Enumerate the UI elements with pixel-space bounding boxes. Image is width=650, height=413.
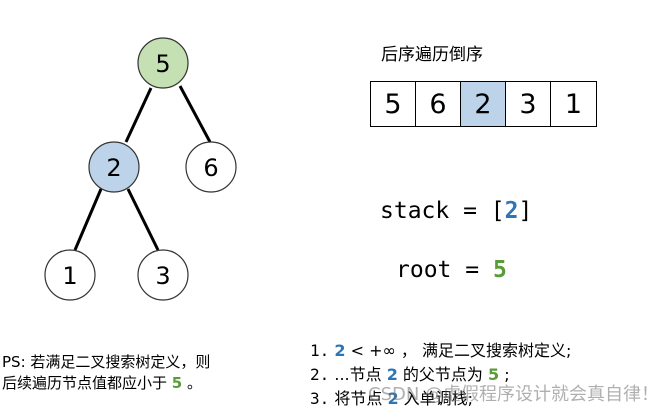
ps-line-2-end: 。 — [182, 374, 202, 392]
step-item: 2. ...节点 2 的父节点为 5 ; — [310, 363, 571, 387]
step-post: 的父节点为 — [397, 365, 489, 384]
sequence-title: 后序遍历倒序 — [381, 45, 483, 65]
node-label: 3 — [155, 262, 170, 290]
tree-edges — [73, 85, 212, 251]
tree-node-3: 3 — [137, 249, 189, 301]
sequence-cell: 5 — [371, 82, 416, 126]
step-number: 1. — [310, 341, 330, 360]
step-pre: 将节点 — [329, 389, 388, 408]
stack-prefix: stack = [ — [380, 198, 505, 224]
node-label: 6 — [203, 154, 218, 182]
edge-5-6 — [178, 85, 212, 143]
step-list: 1. 2 < +∞ ， 满足二叉搜索树定义; 2. ...节点 2 的父节点为 … — [310, 339, 571, 411]
ps-line-2: 后续遍历节点值都应小于 5 。 — [2, 373, 210, 394]
stack-line: stack = [2] — [380, 198, 532, 224]
ps-value: 5 — [171, 374, 183, 392]
node-label: 1 — [62, 262, 77, 290]
step-value: 2 — [386, 365, 398, 384]
node-label: 2 — [106, 154, 121, 182]
stack-value: 2 — [504, 198, 519, 224]
edge-2-1 — [73, 188, 103, 251]
step-parent-value: 5 — [488, 365, 500, 384]
ps-line-1: PS: 若满足二叉搜索树定义，则 — [2, 353, 211, 371]
step-item: 3. 将节点 2 入单调栈; — [310, 387, 571, 411]
edge-2-3 — [126, 188, 160, 251]
binary-tree: 5 2 6 1 3 — [44, 37, 237, 301]
sequence-cell: 1 — [564, 88, 583, 120]
ps-line-2-text: 后续遍历节点值都应小于 — [2, 374, 172, 392]
tree-node-6: 6 — [185, 141, 237, 193]
root-prefix: root = — [396, 257, 493, 283]
sequence-cell: 6 — [416, 82, 461, 126]
sequence-cell: 3 — [506, 82, 551, 126]
step-tail: ; — [499, 365, 510, 384]
step-number: 3. — [310, 389, 330, 408]
sequence-cell-current: 2 — [461, 82, 506, 126]
step-post: < +∞ ， 满足二叉搜索树定义; — [345, 341, 572, 360]
edge-5-2 — [124, 87, 153, 143]
tree-node-5: 5 — [137, 37, 189, 89]
root-value: 5 — [492, 257, 507, 283]
tree-node-2: 2 — [88, 141, 140, 193]
step-number: 2. — [310, 365, 330, 384]
step-item: 1. 2 < +∞ ， 满足二叉搜索树定义; — [310, 339, 571, 363]
ps-note: PS: 若满足二叉搜索树定义，则 后续遍历节点值都应小于 5 。 — [2, 352, 210, 394]
root-line: root = 5 — [396, 257, 507, 283]
step-value: 2 — [334, 341, 346, 360]
stack-suffix: ] — [518, 198, 533, 224]
step-pre: ...节点 — [329, 365, 387, 384]
step-post: 入单调栈; — [398, 389, 474, 408]
step-value: 2 — [387, 389, 399, 408]
tree-node-1: 1 — [44, 249, 96, 301]
watermark: CSDN @虚假程序设计就会真自律！ — [368, 384, 650, 405]
node-label: 5 — [155, 50, 170, 78]
postorder-reverse-sequence: 5 6 2 3 1 — [370, 81, 597, 127]
